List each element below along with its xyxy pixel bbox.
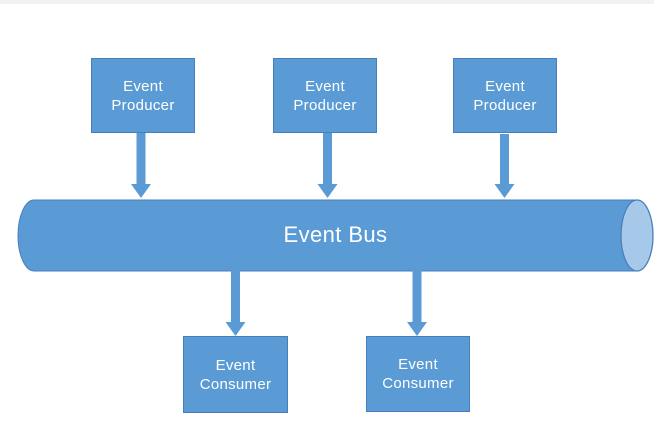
event-consumer-box-1: Event Consumer: [183, 336, 288, 413]
event-producer-label: Event Producer: [111, 77, 175, 114]
arrow-producer-3-icon: [494, 134, 515, 198]
arrow-producer-2-icon: [317, 133, 338, 198]
event-bus-cylinder-body: [17, 199, 638, 272]
event-producer-label: Event Producer: [473, 77, 537, 114]
top-edge-strip: [0, 0, 654, 4]
arrow-consumer-1-icon: [225, 270, 246, 336]
event-bus-cylinder-cap: [620, 199, 654, 272]
event-producer-box-3: Event Producer: [453, 58, 557, 133]
event-producer-box-2: Event Producer: [273, 58, 377, 133]
arrow-producer-1-icon: [131, 133, 151, 198]
event-consumer-label: Event Consumer: [382, 356, 454, 392]
event-bus-label: Event Bus: [283, 222, 388, 247]
event-consumer-box-2: Event Consumer: [366, 336, 470, 412]
event-producer-label: Event Producer: [293, 77, 357, 114]
event-consumer-label: Event Consumer: [199, 356, 272, 393]
arrow-consumer-2-icon: [407, 270, 427, 336]
event-producer-box-1: Event Producer: [91, 58, 195, 133]
